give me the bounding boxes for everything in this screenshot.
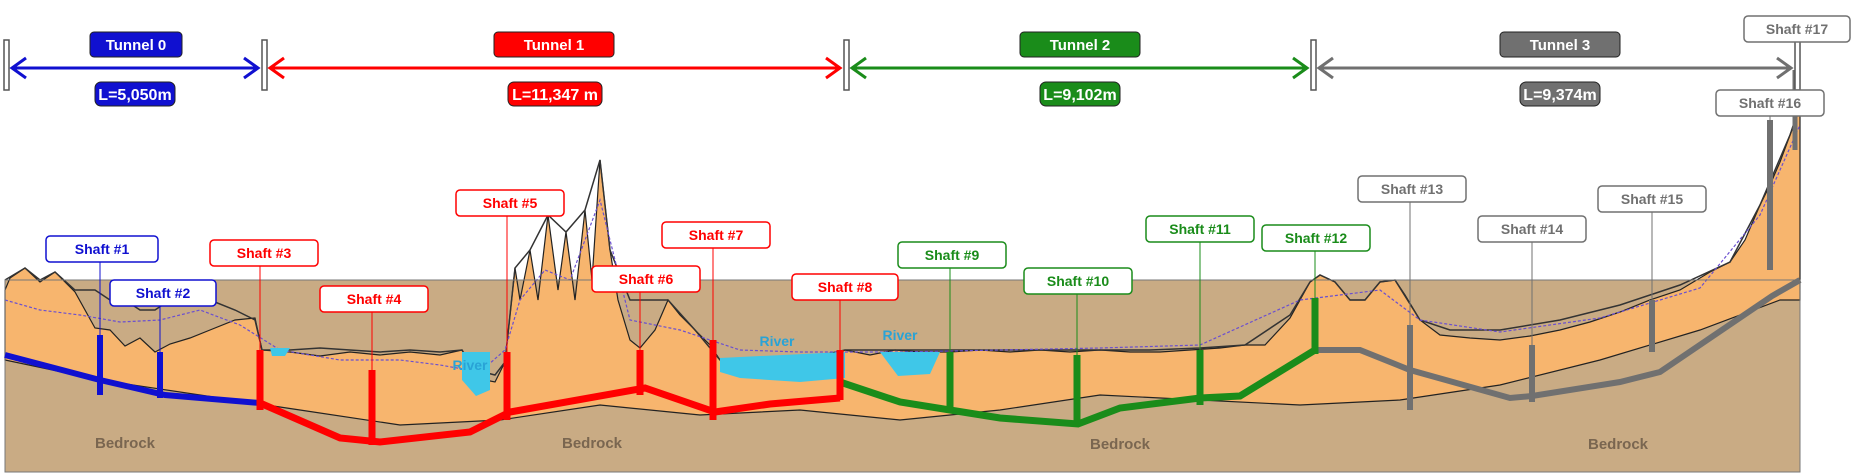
tunnel-3-name-badge: Tunnel 3 [1499, 31, 1621, 58]
tunnel-2-name-badge: Tunnel 2 [1019, 31, 1141, 58]
shaft-1-callout: Shaft #1 [45, 235, 159, 335]
tunnel-0-length-badge: L=5,050m [94, 81, 176, 107]
shaft-15-callout: Shaft #15 [1597, 185, 1707, 300]
tunnel-0-alignment [4, 352, 261, 406]
svg-text:L=9,374m: L=9,374m [1523, 87, 1596, 104]
bedrock-label-1: Bedrock [95, 435, 156, 452]
shaft-17-callout: Shaft #17 [1743, 15, 1851, 43]
bedrock-label-3: Bedrock [1090, 436, 1151, 453]
tunnel-dimension-lines [3, 39, 1801, 91]
svg-text:Shaft #7: Shaft #7 [689, 227, 744, 243]
svg-text:Tunnel 1: Tunnel 1 [524, 37, 585, 54]
svg-text:Shaft #8: Shaft #8 [818, 279, 873, 295]
river-water-3 [880, 352, 940, 376]
svg-text:Shaft #13: Shaft #13 [1381, 181, 1443, 197]
tunnel-1-length-badge: L=11,347 m [507, 81, 603, 107]
svg-text:L=9,102m: L=9,102m [1043, 87, 1116, 104]
tunnel-2-length-badge: L=9,102m [1039, 81, 1121, 107]
river-water-2 [720, 352, 845, 382]
shaft-verticals [97, 70, 1798, 445]
river-label-3: River [882, 327, 918, 343]
tunnel-3-length-badge: L=9,374m [1519, 81, 1601, 107]
tunnel-1-name-badge: Tunnel 1 [493, 31, 615, 58]
shaft-16-callout: Shaft #16 [1715, 89, 1825, 120]
svg-text:Shaft #16: Shaft #16 [1739, 95, 1801, 111]
shaft-2-callout: Shaft #2 [109, 279, 217, 352]
svg-text:Shaft #10: Shaft #10 [1047, 273, 1109, 289]
svg-text:Tunnel 0: Tunnel 0 [106, 37, 167, 54]
shaft-10-callout: Shaft #10 [1023, 267, 1133, 355]
shaft-7-callout: Shaft #7 [661, 221, 771, 340]
river-label-2: River [759, 333, 795, 349]
svg-text:Shaft #4: Shaft #4 [347, 291, 402, 307]
svg-text:Shaft #15: Shaft #15 [1621, 191, 1683, 207]
svg-text:Tunnel 3: Tunnel 3 [1530, 37, 1591, 54]
shaft-12-callout: Shaft #12 [1261, 224, 1371, 298]
bedrock-label-4: Bedrock [1588, 436, 1649, 453]
svg-text:Shaft #3: Shaft #3 [237, 245, 292, 261]
svg-text:Tunnel 2: Tunnel 2 [1050, 37, 1111, 54]
svg-text:L=11,347 m: L=11,347 m [512, 87, 598, 104]
svg-text:L=5,050m: L=5,050m [98, 87, 171, 104]
svg-text:Shaft #1: Shaft #1 [75, 241, 130, 257]
groundwater-line [4, 124, 1801, 373]
shaft-13-callout: Shaft #13 [1357, 175, 1467, 325]
svg-text:Shaft #6: Shaft #6 [619, 271, 674, 287]
shaft-3-callout: Shaft #3 [209, 239, 319, 350]
svg-text:Shaft #12: Shaft #12 [1285, 230, 1347, 246]
shaft-6-callout: Shaft #6 [591, 265, 701, 350]
shaft-5-callout: Shaft #5 [455, 189, 565, 352]
tunnel-0-name-badge: Tunnel 0 [89, 31, 183, 58]
svg-text:Shaft #11: Shaft #11 [1169, 221, 1231, 237]
shaft-11-callout: Shaft #11 [1145, 215, 1255, 350]
svg-text:Shaft #2: Shaft #2 [136, 285, 191, 301]
shaft-14-callout: Shaft #14 [1477, 215, 1587, 345]
shaft-8-callout: Shaft #8 [791, 273, 899, 350]
svg-text:Shaft #9: Shaft #9 [925, 247, 980, 263]
svg-text:Shaft #17: Shaft #17 [1766, 21, 1828, 37]
shaft-9-callout: Shaft #9 [897, 241, 1007, 352]
water-4 [270, 348, 290, 356]
river-label-1: River [452, 357, 488, 373]
section-frame [4, 279, 1801, 473]
overburden-layer [4, 106, 1801, 426]
shaft-4-callout: Shaft #4 [319, 285, 429, 370]
river-water-1 [462, 352, 490, 396]
bedrock-label-2: Bedrock [562, 435, 623, 452]
svg-text:Shaft #5: Shaft #5 [483, 195, 538, 211]
svg-text:Shaft #14: Shaft #14 [1501, 221, 1563, 237]
